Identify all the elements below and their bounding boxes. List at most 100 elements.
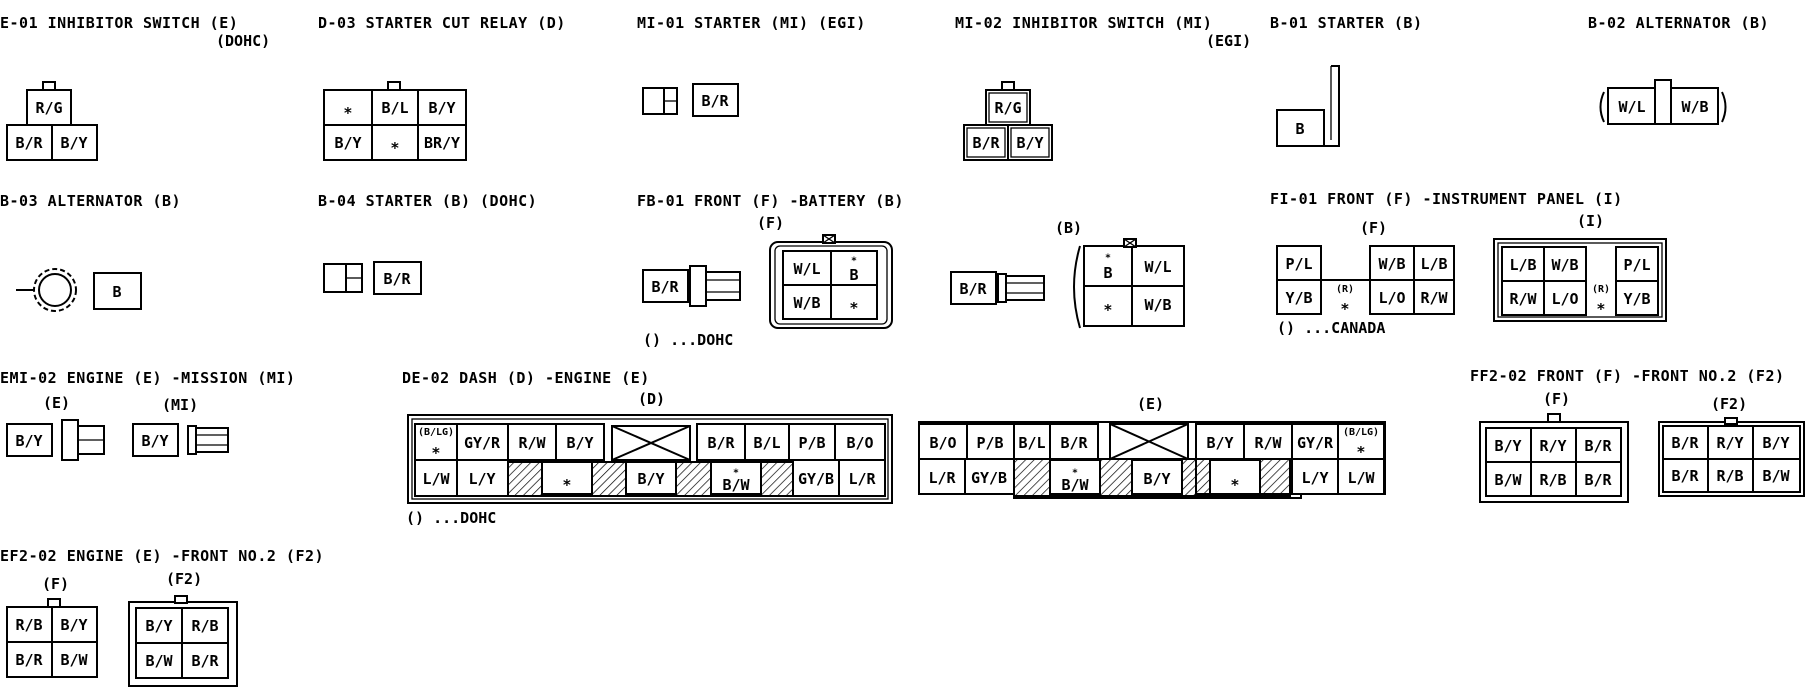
wire-label: P/L (1285, 255, 1312, 273)
wire-label: B/R (1671, 434, 1699, 452)
connector-lock-tab (174, 595, 188, 604)
wire-label: R/W (1420, 289, 1448, 307)
connector-lock-tab (1001, 81, 1015, 91)
wire-label: B/Y (60, 134, 87, 152)
wire-label: W/L (1618, 98, 1645, 116)
wire-label: W/B (1681, 98, 1708, 116)
wire-label: R/B (1539, 471, 1566, 489)
wire-label: B (1295, 120, 1304, 138)
wire-label: R/B (1716, 467, 1743, 485)
wire-note: (R) (1336, 284, 1354, 295)
connector-title: EMI-02 ENGINE (E) -MISSION (MI) (0, 369, 295, 387)
connector-plug (997, 273, 1007, 303)
connector-lock-tab (387, 81, 401, 91)
connector-cell (51, 124, 98, 161)
wire-label: B/W (60, 651, 88, 669)
side-label: (E) (1137, 395, 1164, 413)
unused-pin: ∗ (1356, 440, 1365, 458)
wire-label: R/W (1254, 434, 1282, 452)
connector-cell (950, 271, 997, 305)
wire-label: B/L (381, 99, 408, 117)
wire-label: L/Y (468, 470, 495, 488)
connector-title: B-03 ALTERNATOR (B) (0, 192, 181, 210)
connector-lock-tab (1547, 413, 1561, 423)
wire-label: W/L (1144, 258, 1171, 276)
connector-cell (642, 269, 689, 303)
wire-label: W/B (1144, 296, 1171, 314)
wire-label: R/W (518, 434, 546, 452)
unused-pin: ∗ (849, 296, 858, 314)
wire-label: B/R (707, 434, 735, 452)
unused-pin: ∗ (562, 473, 571, 491)
side-label: (F) (757, 214, 784, 232)
wire-label: B (112, 283, 121, 301)
wire-label: W/L (793, 260, 820, 278)
connector-cell (6, 423, 53, 457)
side-label: (MI) (162, 396, 198, 414)
side-label: (F2) (166, 570, 202, 588)
connector-de02: DE-02 DASH (D) -ENGINE (E) (D) (E) () ..… (402, 369, 1386, 527)
connector-plug (689, 265, 707, 307)
connector-cell (93, 272, 142, 310)
wire-label: B/R (959, 280, 987, 298)
wire-label: B/R (383, 270, 411, 288)
wire-label: R/W (1509, 290, 1537, 308)
wire-label: GY/B (798, 470, 834, 488)
wire-label: B/R (1671, 467, 1699, 485)
connector-ef202: EF2-02 ENGINE (E) -FRONT NO.2 (F2) (F) (… (0, 547, 324, 687)
wire-label: B/O (929, 434, 956, 452)
side-label: (F2) (1711, 395, 1747, 413)
wire-label: B/W (722, 476, 750, 494)
connector-cell (132, 423, 179, 457)
wire-label: L/W (1347, 469, 1375, 487)
unused-pin: ∗ (1596, 297, 1605, 315)
side-label: (F) (42, 575, 69, 593)
wire-label: GY/R (464, 434, 501, 452)
connector-title: DE-02 DASH (D) -ENGINE (E) (402, 369, 650, 387)
connector-fi01: FI-01 FRONT (F) -INSTRUMENT PANEL (I) (F… (1270, 190, 1667, 337)
wire-label: B/O (846, 434, 873, 452)
connector-ff202: FF2-02 FRONT (F) -FRONT NO.2 (F2) (F) (F… (1470, 367, 1805, 503)
side-label: (D) (638, 390, 665, 408)
wire-label: W/B (793, 294, 820, 312)
unused-pin: ∗ (1105, 251, 1111, 262)
connector-plug (187, 425, 197, 455)
wire-label: B/Y (428, 99, 455, 117)
wire-note: (R) (1592, 284, 1610, 295)
wire-label: B/Y (1762, 434, 1789, 452)
wire-label: B/Y (1206, 434, 1233, 452)
wire-label: R/Y (1716, 434, 1743, 452)
wire-label: B/R (15, 134, 43, 152)
unused-pin: ∗ (1230, 473, 1239, 491)
wire-label: R/G (35, 99, 62, 117)
connector-title: MI-01 STARTER (MI) (EGI) (637, 14, 866, 32)
connector-cell (1276, 109, 1325, 147)
wire-label: B/Y (1016, 134, 1043, 152)
dohc-note: () ...DOHC (406, 509, 496, 527)
unused-pin: ∗ (1340, 297, 1349, 315)
wire-label: P/B (976, 434, 1003, 452)
wire-label: B/L (753, 434, 780, 452)
connector-title: B-02 ALTERNATOR (B) (1588, 14, 1769, 32)
wire-label: GY/R (1297, 434, 1334, 452)
connector-note: (DOHC) (216, 32, 270, 50)
wire-label: Y/B (1285, 289, 1312, 307)
wire-label: B/Y (60, 616, 87, 634)
connector-b02: B-02 ALTERNATOR (B) W/L W/B (1588, 14, 1769, 125)
connector-cell (6, 124, 53, 161)
connector-title: FF2-02 FRONT (F) -FRONT NO.2 (F2) (1470, 367, 1785, 385)
wire-label: P/B (798, 434, 825, 452)
connector-title: EF2-02 ENGINE (E) -FRONT NO.2 (F2) (0, 547, 324, 565)
connector-cell (1007, 124, 1053, 161)
wire-label: B/Y (15, 432, 42, 450)
wire-label: B/Y (334, 134, 361, 152)
side-label: (B) (1055, 219, 1082, 237)
unused-pin: ∗ (851, 254, 857, 265)
connector-fb01: FB-01 FRONT (F) -BATTERY (B) (F) (B) B/R… (637, 192, 1185, 349)
wire-label: B/R (191, 652, 219, 670)
wire-note: (B/LG) (418, 427, 454, 438)
wire-label: R/Y (1539, 437, 1566, 455)
wire-label: R/G (994, 99, 1021, 117)
wire-label: L/W (422, 470, 450, 488)
wire-label: L/B (1420, 255, 1447, 273)
